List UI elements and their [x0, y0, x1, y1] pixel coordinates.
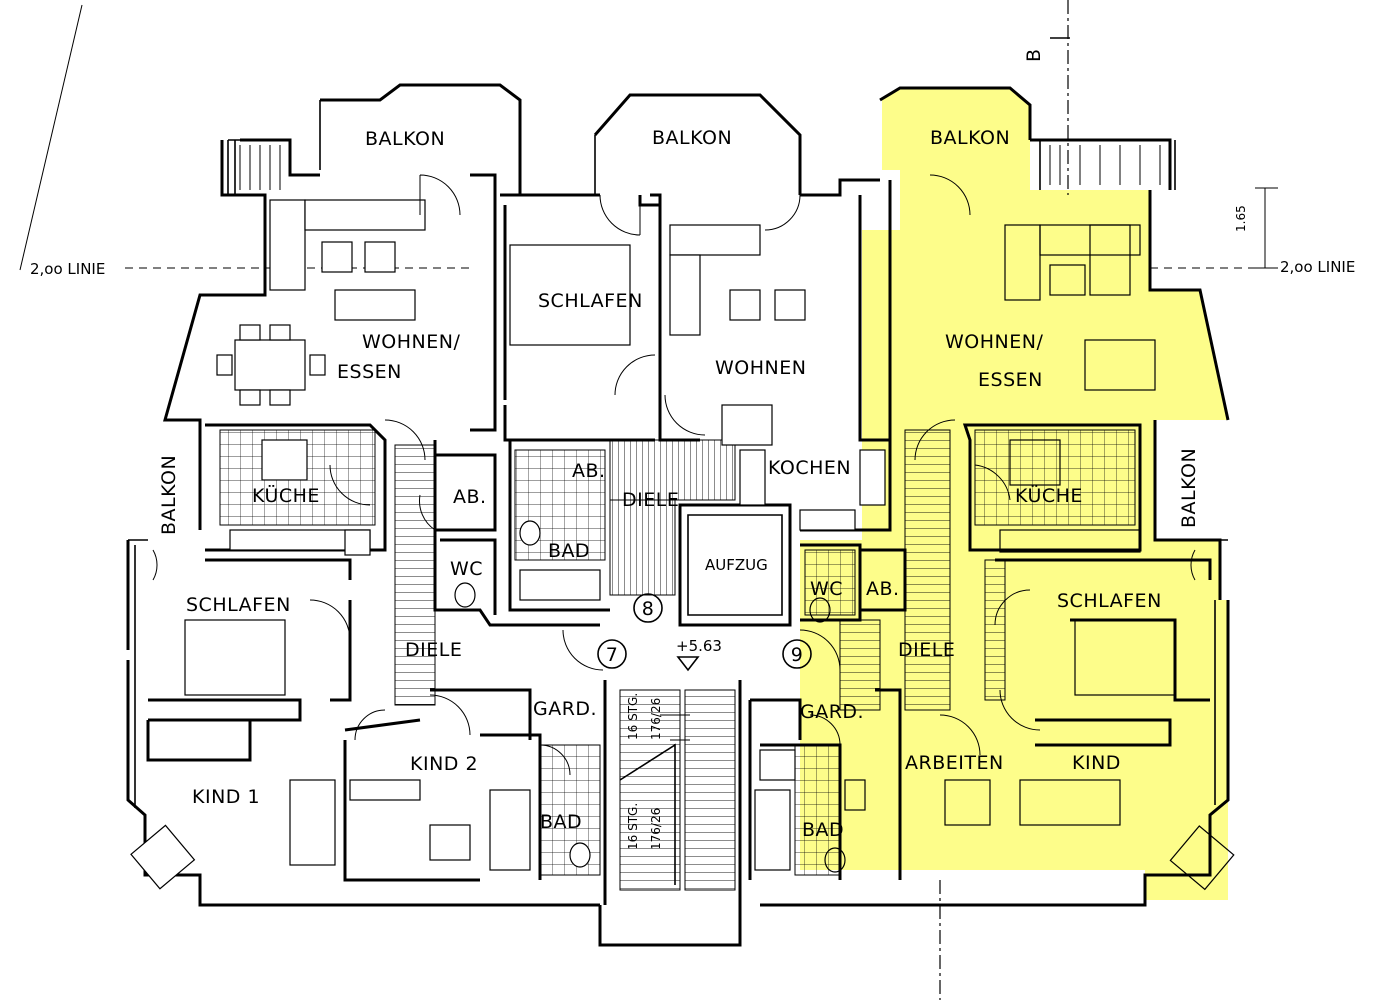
room-kind2: KIND 2 [410, 753, 478, 775]
room-wohnen-essen-left-line2: ESSEN [337, 361, 402, 383]
room-kueche-right: KÜCHE [1015, 484, 1083, 507]
room-wohnen-essen-left-line1: WOHNEN/ [362, 331, 460, 353]
level-marker: +5.63 [676, 637, 722, 655]
line-label-right: 2,oo LINIE [1280, 258, 1355, 276]
unit-9-marker [782, 639, 812, 669]
room-bad-mid: BAD [548, 540, 590, 562]
room-kueche-left: KÜCHE [252, 484, 320, 507]
stairs-steps-1: 16 STG. [626, 693, 640, 740]
room-diele-right: DIELE [898, 639, 955, 661]
tiled-areas [219, 429, 1136, 876]
room-wohnen-essen-right-line2: ESSEN [978, 369, 1043, 391]
room-labels: BALKON BALKON BALKON BALKON BALKON WOHNE… [158, 127, 1200, 850]
room-kind-right: KIND [1072, 752, 1121, 774]
unit-8-marker [633, 593, 663, 623]
walls [126, 83, 1230, 947]
room-schlafen-mid: SCHLAFEN [538, 290, 643, 312]
furniture-middle [509, 224, 886, 531]
room-schlafen-right: SCHLAFEN [1057, 590, 1162, 612]
room-ab-left: AB. [453, 486, 487, 508]
dimension-label: 1.65 [1234, 205, 1248, 232]
stairs-steps-2: 16 STG. [626, 803, 640, 850]
line-label-left: 2,oo LINIE [30, 260, 105, 278]
room-schlafen-left: SCHLAFEN [186, 594, 291, 616]
site-line [19, 4, 83, 271]
railings [128, 139, 1228, 541]
room-gard-right: GARD. [800, 701, 864, 723]
section-line-b: B [939, 0, 1070, 1000]
room-kind1: KIND 1 [192, 786, 260, 808]
room-balkon-right: BALKON [1178, 448, 1200, 528]
unit-7-marker [597, 639, 627, 669]
room-wohnen-essen-right-line1: WOHNEN/ [945, 331, 1043, 353]
room-balkon-3: BALKON [930, 127, 1010, 149]
room-balkon-left: BALKON [158, 455, 180, 535]
room-ab-mid: AB. [572, 460, 606, 482]
section-label: B [1023, 48, 1045, 62]
stairs-rise-1: 176/26 [649, 698, 663, 740]
room-wc-left: WC [450, 558, 483, 580]
unit-markers: 8 7 9 +5.63 [597, 593, 812, 672]
two-meter-line: 2,oo LINIE 2,oo LINIE 1.65 [30, 187, 1355, 278]
unit-7-label: 7 [606, 644, 619, 666]
room-kochen-mid: KOCHEN [768, 457, 851, 479]
room-balkon-1: BALKON [365, 128, 445, 150]
room-aufzug: AUFZUG [705, 556, 768, 574]
stairs [394, 429, 1006, 891]
room-bad-right: BAD [802, 819, 844, 841]
room-diele-mid: DIELE [622, 489, 679, 511]
room-ab-right: AB. [866, 578, 900, 600]
room-wc-right: WC [810, 578, 843, 600]
room-gard-left: GARD. [533, 698, 597, 720]
room-bad-left: BAD [540, 811, 582, 833]
stairs-rise-2: 176/26 [649, 808, 663, 850]
room-wohnen-mid: WOHNEN [715, 357, 806, 379]
furniture-right [754, 224, 1235, 891]
room-balkon-2: BALKON [652, 127, 732, 149]
room-arbeiten: ARBEITEN [905, 752, 1004, 774]
room-diele-left: DIELE [405, 639, 462, 661]
unit-9-label: 9 [791, 644, 804, 666]
furniture-left [130, 199, 601, 890]
unit-8-label: 8 [642, 598, 655, 620]
doors [152, 174, 1196, 776]
